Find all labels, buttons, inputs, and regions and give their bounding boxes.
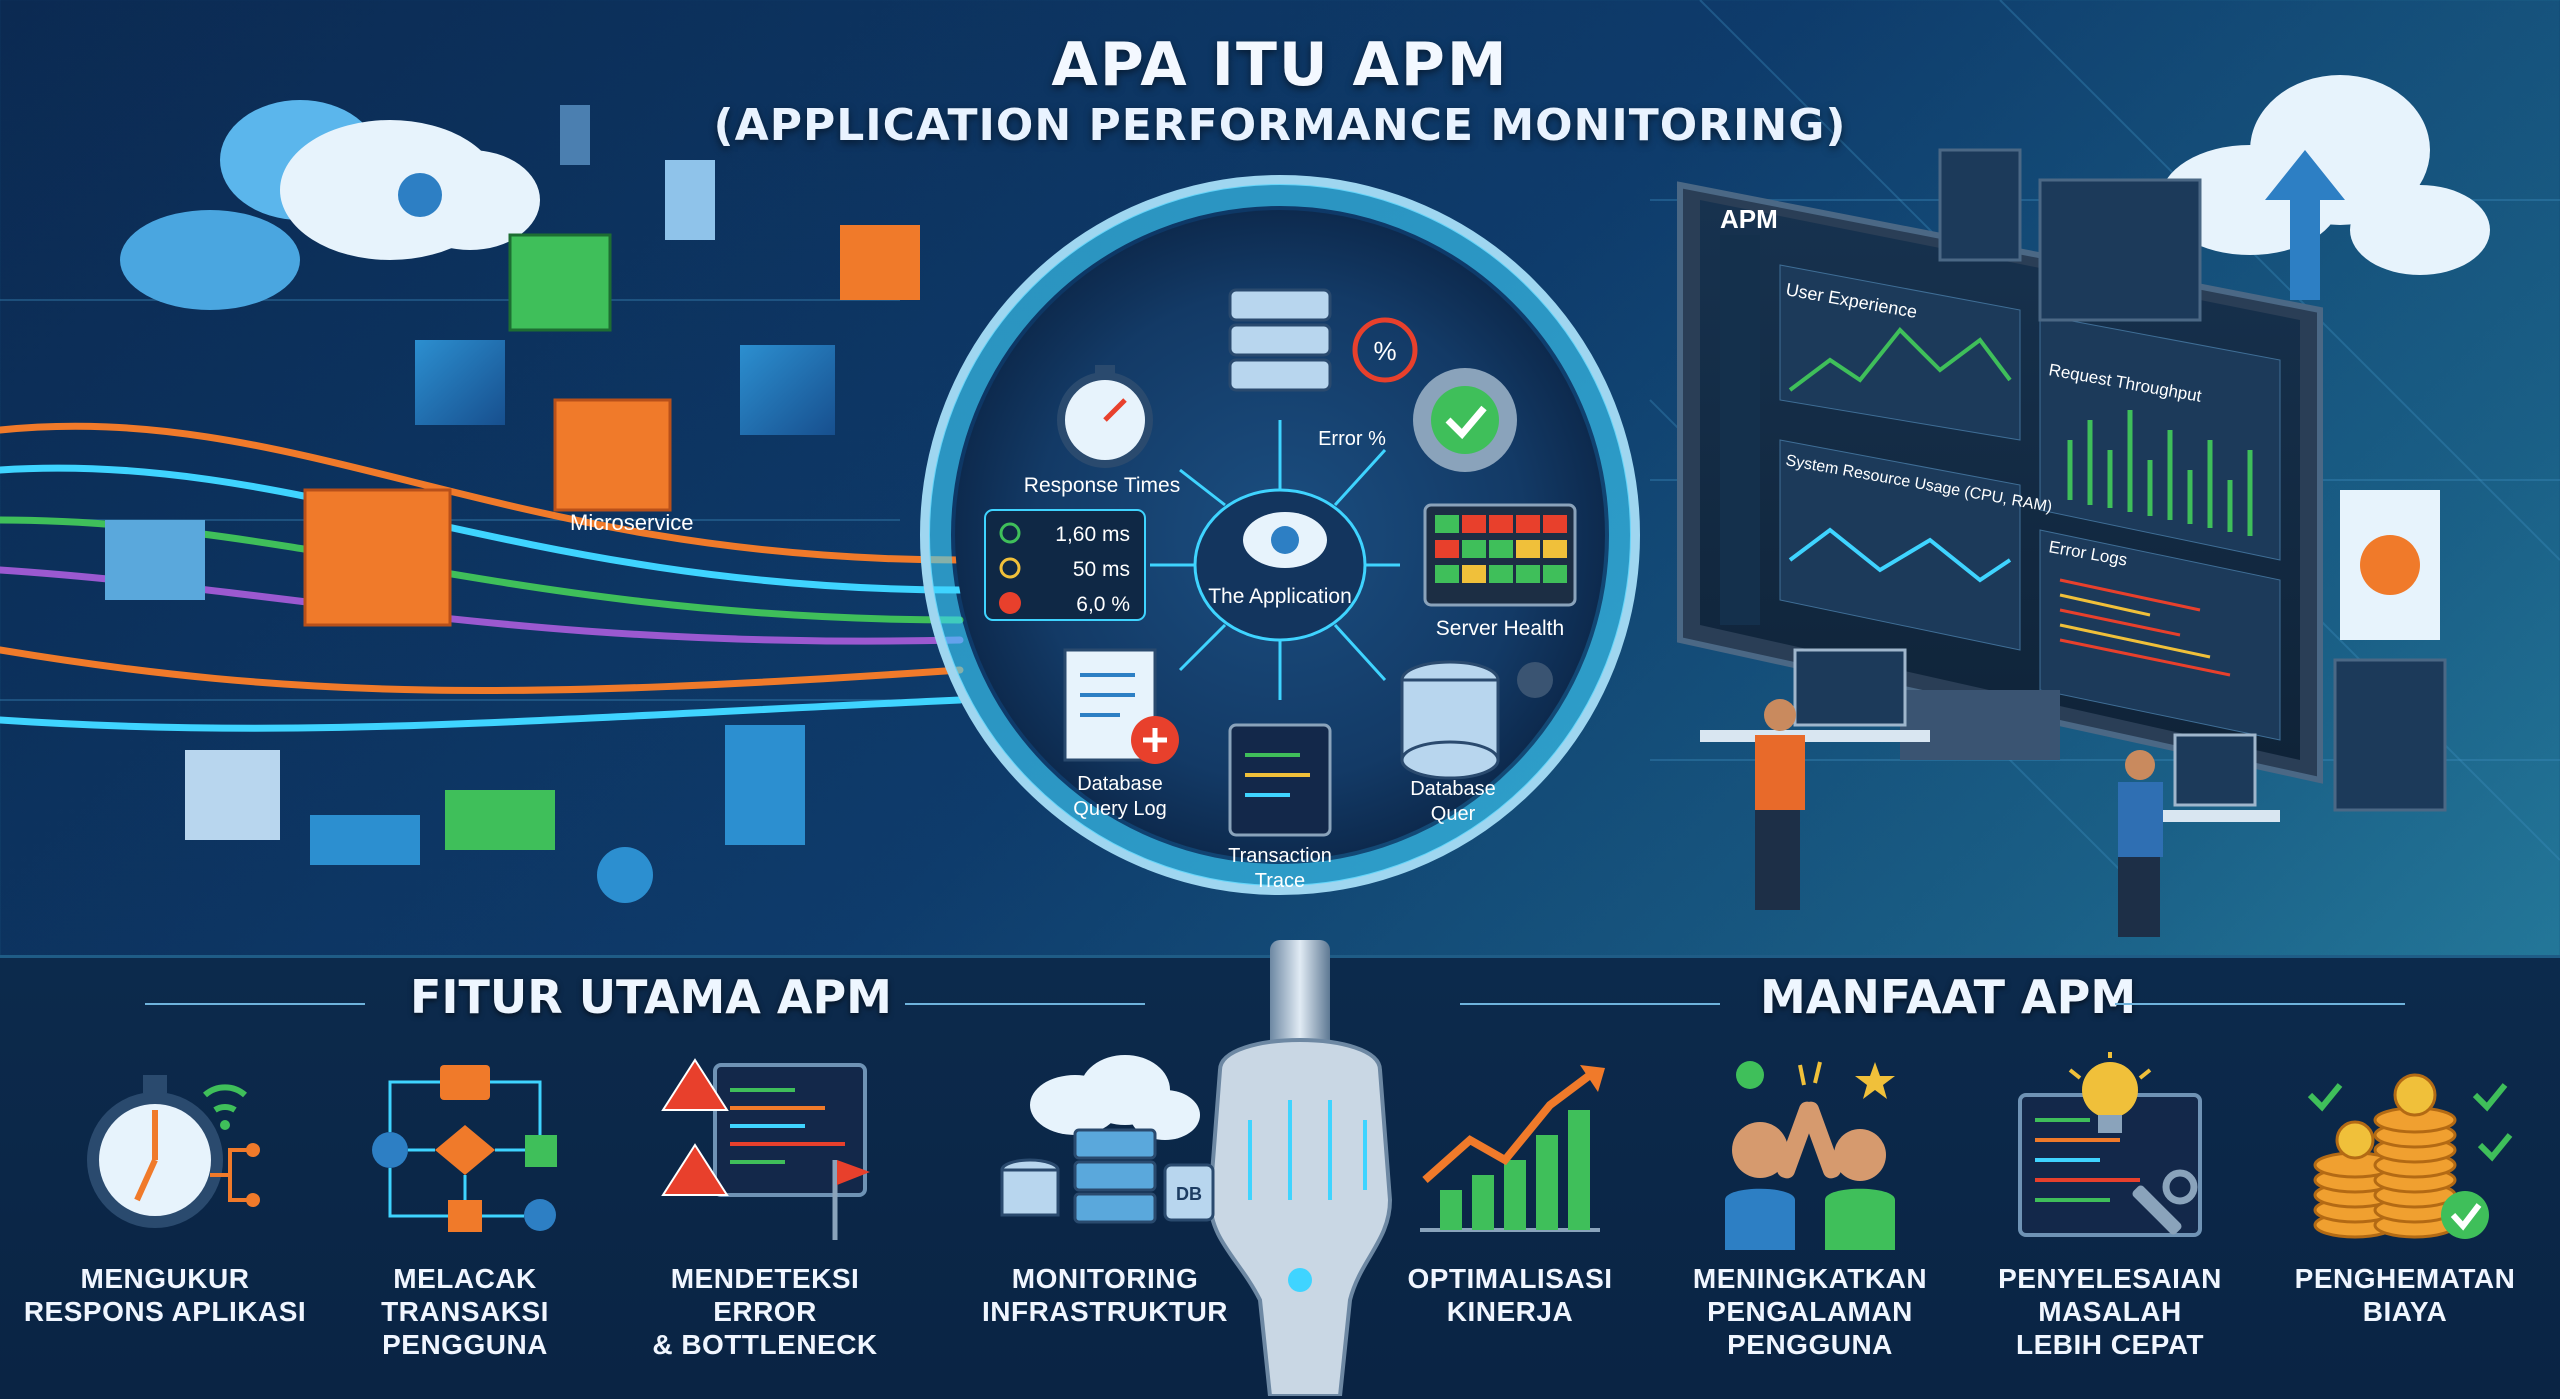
benefit-user-experience: MENINGKATKAN PENGALAMAN PENGGUNA bbox=[1660, 1050, 1960, 1361]
benefits-divider-left bbox=[1460, 1003, 1720, 1005]
response-times-label: Response Times bbox=[1024, 474, 1180, 497]
page-subtitle: (APPLICATION PERFORMANCE MONITORING) bbox=[713, 100, 1847, 151]
trace-label-1: Transaction bbox=[1228, 845, 1332, 867]
engineer-figures bbox=[1700, 648, 2280, 937]
cloud-server-icon: DB bbox=[1000, 1055, 1215, 1224]
feature-track-transactions: MELACAK TRANSAKSI PENGGUNA bbox=[315, 1050, 615, 1361]
feature-label: MENDETEKSI ERROR & BOTTLENECK bbox=[652, 1263, 878, 1360]
server-cubes bbox=[105, 105, 920, 903]
magnifier-handle bbox=[1207, 940, 1393, 1396]
growth-chart-icon bbox=[1420, 1065, 1605, 1232]
cloud-upload-icon bbox=[2160, 75, 2490, 300]
lightbulb-code-icon bbox=[2018, 1052, 2202, 1237]
db-query-label-2: Quer bbox=[1431, 803, 1476, 825]
hero-illustration: Microservice APM User Experience Request… bbox=[0, 0, 2560, 937]
stopwatch-icon bbox=[87, 1075, 260, 1228]
floating-panel bbox=[2038, 178, 2202, 322]
metric-response: 1,60 ms bbox=[1055, 523, 1130, 546]
warning-code-icon bbox=[661, 1058, 870, 1240]
db-log-label-2: Query Log bbox=[1073, 798, 1166, 820]
flowchart-icon bbox=[372, 1065, 557, 1232]
features-divider-right bbox=[905, 1003, 1145, 1005]
benefit-label: OPTIMALISASI KINERJA bbox=[1407, 1263, 1613, 1327]
server-health-label: Server Health bbox=[1436, 617, 1564, 640]
feature-detect-errors: MENDETEKSI ERROR & BOTTLENECK bbox=[615, 1050, 915, 1361]
benefit-faster-resolution: PENYELESAIAN MASALAH LEBIH CEPAT bbox=[1960, 1050, 2260, 1361]
error-label: Error % bbox=[1318, 428, 1386, 450]
feature-measure-response: MENGUKUR RESPONS APLIKASI bbox=[15, 1050, 315, 1328]
benefit-cost-saving: PENGHEMATAN BIAYA bbox=[2255, 1050, 2555, 1328]
feature-label: MENGUKUR RESPONS APLIKASI bbox=[23, 1263, 307, 1327]
db-query-label-1: Database bbox=[1410, 778, 1496, 800]
benefit-label: MENINGKATKAN PENGALAMAN PENGGUNA bbox=[1692, 1263, 1928, 1360]
metric-latency: 50 ms bbox=[1073, 558, 1130, 581]
lens-content bbox=[984, 288, 1577, 837]
benefits-divider-right bbox=[2115, 1003, 2405, 1005]
feature-label: MELACAK TRANSAKSI PENGGUNA bbox=[381, 1263, 549, 1360]
features-divider-left bbox=[145, 1003, 365, 1005]
gear-icon bbox=[2360, 535, 2420, 595]
trace-label-2: Trace bbox=[1255, 870, 1305, 892]
cloud-left-icon bbox=[120, 100, 540, 310]
metric-error: 6,0 % bbox=[1076, 593, 1130, 616]
floating-panel bbox=[1938, 148, 2022, 262]
features-heading: FITUR UTAMA APM bbox=[410, 970, 892, 1024]
apm-dashboard-monitor bbox=[1677, 181, 2323, 784]
benefit-label: PENYELESAIAN MASALAH LEBIH CEPAT bbox=[1998, 1263, 2222, 1360]
high-five-icon bbox=[1725, 1061, 1895, 1250]
benefit-optimize-performance: OPTIMALISASI KINERJA bbox=[1360, 1050, 1660, 1328]
db-log-label-1: Database bbox=[1077, 773, 1163, 795]
center-app-label: The Application bbox=[1208, 585, 1352, 608]
benefits-heading: MANFAAT APM bbox=[1760, 970, 2137, 1024]
feature-label: MONITORING INFRASTRUKTUR bbox=[981, 1263, 1229, 1327]
benefit-label: PENGHEMATAN BIAYA bbox=[2294, 1263, 2516, 1327]
dashboard-title: APM bbox=[1720, 204, 1778, 234]
microservice-label: Microservice bbox=[570, 510, 693, 535]
feature-monitor-infrastructure: DB MONITORING INFRASTRUKTUR bbox=[955, 1050, 1255, 1328]
coins-icon bbox=[2307, 1073, 2513, 1239]
db-icon-text: DB bbox=[1176, 1184, 1202, 1204]
percent-glyph: % bbox=[1373, 336, 1396, 366]
code-card bbox=[2333, 658, 2447, 812]
page-title: APA ITU APM bbox=[1051, 30, 1509, 100]
